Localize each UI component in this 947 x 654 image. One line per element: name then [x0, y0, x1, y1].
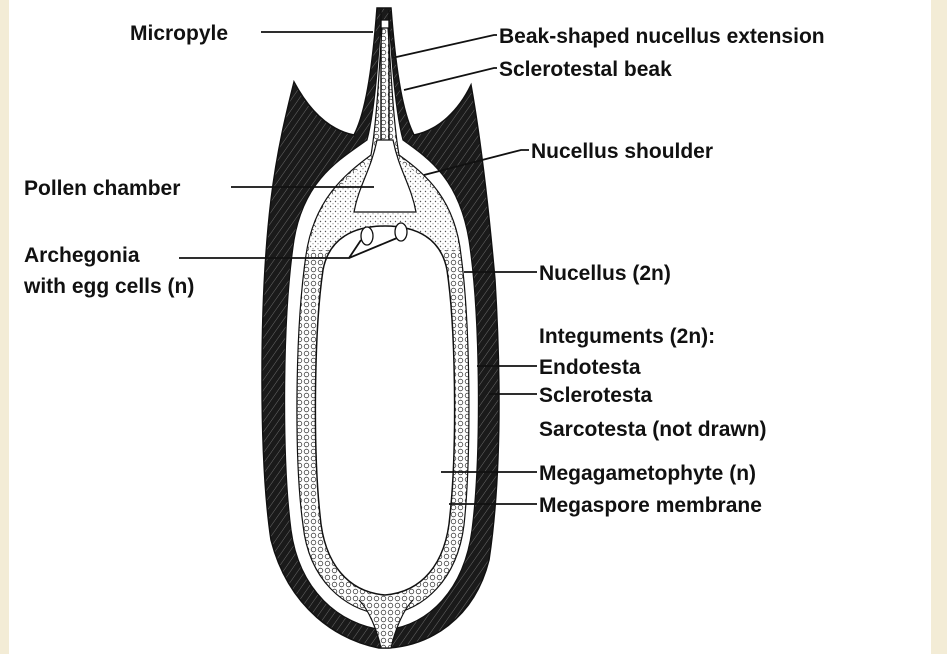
megagametophyte	[315, 226, 454, 595]
label-archegonia-line1: Archegonia	[24, 244, 140, 267]
ovule-diagram-svg: Micropyle Beak-shaped nucellus extension…	[9, 0, 931, 654]
label-sclerotesta: Sclerotesta	[539, 384, 653, 407]
label-micropyle: Micropyle	[130, 22, 228, 45]
label-nucellus-shoulder: Nucellus shoulder	[531, 140, 713, 163]
label-megagametophyte: Megagametophyte (n)	[539, 462, 756, 485]
archegonium-left	[361, 227, 373, 245]
leader-sclerotestal-beak	[404, 68, 497, 90]
label-archegonia-line2: with egg cells (n)	[23, 275, 194, 298]
ovule-diagram-figure: Micropyle Beak-shaped nucellus extension…	[9, 0, 931, 654]
label-pollen-chamber: Pollen chamber	[24, 177, 180, 200]
label-nucellus: Nucellus (2n)	[539, 262, 671, 285]
label-sarcotesta: Sarcotesta (not drawn)	[539, 418, 767, 441]
label-megaspore-membrane: Megaspore membrane	[539, 494, 762, 517]
label-endotesta: Endotesta	[539, 356, 641, 379]
label-integuments: Integuments (2n):	[539, 325, 715, 348]
label-sclerotestal-beak: Sclerotestal beak	[499, 58, 672, 81]
label-beak-nucellus: Beak-shaped nucellus extension	[499, 25, 825, 48]
leader-beak-nucellus	[392, 35, 497, 58]
